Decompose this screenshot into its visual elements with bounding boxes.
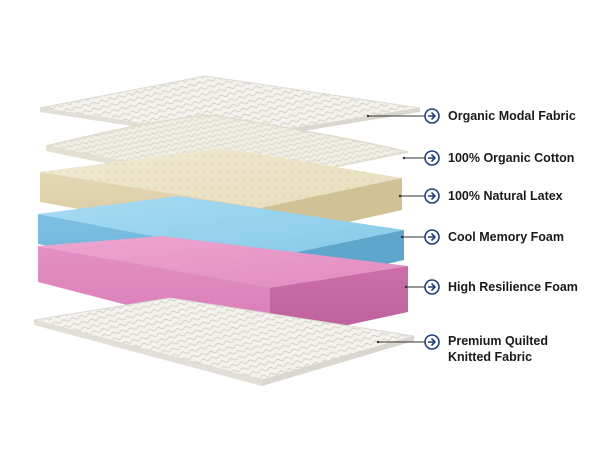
arrow-right-icon xyxy=(424,229,440,245)
callouts xyxy=(366,108,440,350)
layer-premium-quilted-knitted-fabric xyxy=(33,297,415,386)
label-memory: Cool Memory Foam xyxy=(448,229,564,245)
label-latex: 100% Natural Latex xyxy=(448,188,563,204)
arrow-right-icon xyxy=(424,188,440,204)
label-modal: Organic Modal Fabric xyxy=(448,108,576,124)
arrow-right-icon xyxy=(424,108,440,124)
arrow-right-icon xyxy=(424,279,440,295)
label-line: Premium Quilted xyxy=(448,334,549,348)
label-line: 100% Organic Cotton xyxy=(448,151,575,165)
arrow-right-icon xyxy=(424,334,440,350)
arrow-right-icon xyxy=(424,150,440,166)
label-hr: High Resilience Foam xyxy=(448,279,578,295)
label-cotton: 100% Organic Cotton xyxy=(448,150,574,166)
label-line: Cool Memory Foam xyxy=(448,230,564,244)
label-line: Organic Modal Fabric xyxy=(448,109,576,123)
label-line: High Resilience Foam xyxy=(448,280,578,294)
label-line: 100% Natural Latex xyxy=(448,189,563,203)
label-line: Knitted Fabric xyxy=(448,350,533,364)
